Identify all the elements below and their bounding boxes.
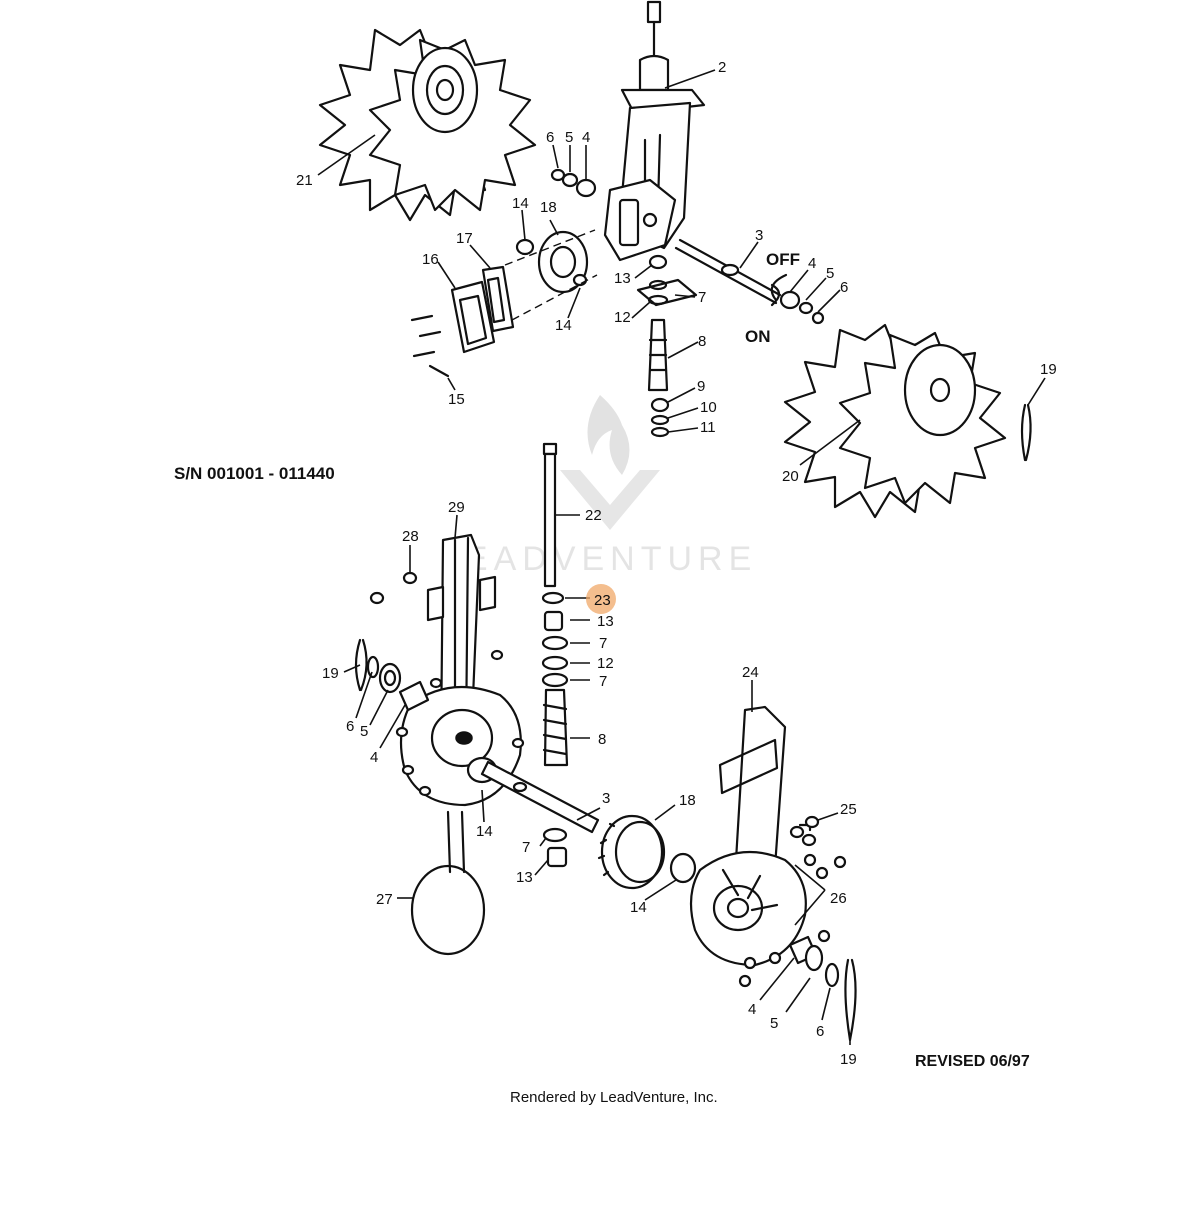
lower-callouts: 29 28 22 23 13 7 12 7 19 6 5 4 8 3 14 18… bbox=[322, 499, 857, 1068]
switch-off-label: OFF bbox=[766, 250, 800, 269]
callout-5-right-lower: 5 bbox=[770, 1015, 778, 1032]
callout-17: 17 bbox=[456, 230, 473, 247]
callout-12-stack: 12 bbox=[597, 655, 614, 672]
nuts-28 bbox=[369, 571, 525, 797]
callout-29: 29 bbox=[448, 499, 465, 516]
callout-24: 24 bbox=[742, 664, 759, 681]
gear-housing-2 bbox=[603, 0, 706, 262]
callout-25: 25 bbox=[840, 801, 857, 818]
callout-19-left: 19 bbox=[322, 665, 339, 682]
callout-6-right-lower: 6 bbox=[816, 1023, 824, 1040]
upper-leaders bbox=[317, 69, 1046, 466]
callout-6-right: 6 bbox=[840, 279, 848, 296]
callout-26: 26 bbox=[830, 890, 847, 907]
left-bearing-set bbox=[354, 638, 430, 712]
callout-7: 7 bbox=[698, 289, 706, 306]
callout-19-right-lower: 19 bbox=[840, 1051, 857, 1068]
lower-leaders bbox=[343, 514, 851, 1045]
shaft-3 bbox=[674, 238, 782, 307]
callout-15: 15 bbox=[448, 391, 465, 408]
callout-16: 16 bbox=[422, 251, 439, 268]
callout-6-left: 6 bbox=[346, 718, 354, 735]
callout-8: 8 bbox=[698, 333, 706, 350]
upper-small-parts bbox=[515, 168, 825, 438]
callout-4-left: 4 bbox=[370, 749, 378, 766]
callout-14-lower-left: 14 bbox=[476, 823, 493, 840]
tine-21 bbox=[318, 28, 537, 222]
pin-19-upper bbox=[1020, 403, 1032, 462]
gear-18-lower bbox=[597, 814, 697, 890]
callout-7-stack-a: 7 bbox=[599, 635, 607, 652]
callout-13: 13 bbox=[614, 270, 631, 287]
callout-28: 28 bbox=[402, 528, 419, 545]
callout-14: 14 bbox=[512, 195, 529, 212]
watermark-text: LEADVENTURE bbox=[440, 540, 757, 578]
callout-13-stack: 13 bbox=[597, 613, 614, 630]
lower-bushing bbox=[542, 827, 568, 868]
worm-stack bbox=[541, 591, 569, 767]
footer-credit: Rendered by LeadVenture, Inc. bbox=[510, 1089, 718, 1106]
callout-13-lower: 13 bbox=[516, 869, 533, 886]
callout-5-right: 5 bbox=[826, 265, 834, 282]
shaft-22 bbox=[542, 442, 558, 588]
leadventure-watermark: LEADVENTURE bbox=[440, 395, 757, 578]
callout-4: 4 bbox=[582, 129, 590, 146]
callout-18-lower: 18 bbox=[679, 792, 696, 809]
tine-20 bbox=[783, 323, 1007, 519]
callout-7-stack-b: 7 bbox=[599, 673, 607, 690]
callout-4-right-lower: 4 bbox=[748, 1001, 756, 1018]
lower-assembly: 29 28 22 23 13 7 12 7 19 6 5 4 8 3 14 18… bbox=[322, 442, 857, 1068]
callout-14-lower: 14 bbox=[555, 317, 572, 334]
callout-3-lower: 3 bbox=[602, 790, 610, 807]
shaft-3-lower bbox=[466, 756, 600, 834]
belt-27 bbox=[410, 810, 486, 956]
on-off-switch: OFF ON bbox=[745, 250, 800, 346]
cover-16-17 bbox=[410, 229, 598, 378]
callout-8-worm: 8 bbox=[598, 731, 606, 748]
callout-9: 9 bbox=[697, 378, 705, 395]
bolts-25-26 bbox=[738, 815, 847, 988]
callout-18: 18 bbox=[540, 199, 557, 216]
callout-7-lower: 7 bbox=[522, 839, 530, 856]
highlight-circle-23[interactable] bbox=[586, 584, 616, 614]
callout-23[interactable]: 23 bbox=[594, 592, 611, 609]
callout-27: 27 bbox=[376, 891, 393, 908]
callout-19: 19 bbox=[1040, 361, 1057, 378]
callout-6: 6 bbox=[546, 129, 554, 146]
right-bearing-set bbox=[788, 935, 857, 1042]
switch-on-label: ON bbox=[745, 327, 771, 346]
callout-20: 20 bbox=[782, 468, 799, 485]
callout-4-right: 4 bbox=[808, 255, 816, 272]
serial-range-label: S/N 001001 - 011440 bbox=[174, 464, 335, 483]
callout-22: 22 bbox=[585, 507, 602, 524]
callout-12: 12 bbox=[614, 309, 631, 326]
callout-10: 10 bbox=[700, 399, 717, 416]
upper-assembly: OFF ON bbox=[296, 0, 1057, 519]
callout-21: 21 bbox=[296, 172, 313, 189]
callout-5: 5 bbox=[565, 129, 573, 146]
right-housing-24 bbox=[689, 705, 807, 967]
callout-11: 11 bbox=[700, 419, 716, 436]
revision-label: REVISED 06/97 bbox=[915, 1053, 1030, 1070]
upper-callouts: 2 6 5 4 21 14 18 17 16 13 3 4 5 6 7 12 1… bbox=[296, 59, 1057, 485]
callout-2: 2 bbox=[718, 59, 726, 76]
callout-5-left: 5 bbox=[360, 723, 368, 740]
callout-14-lower-right: 14 bbox=[630, 899, 647, 916]
callout-3: 3 bbox=[755, 227, 763, 244]
left-housing-29 bbox=[399, 533, 522, 807]
